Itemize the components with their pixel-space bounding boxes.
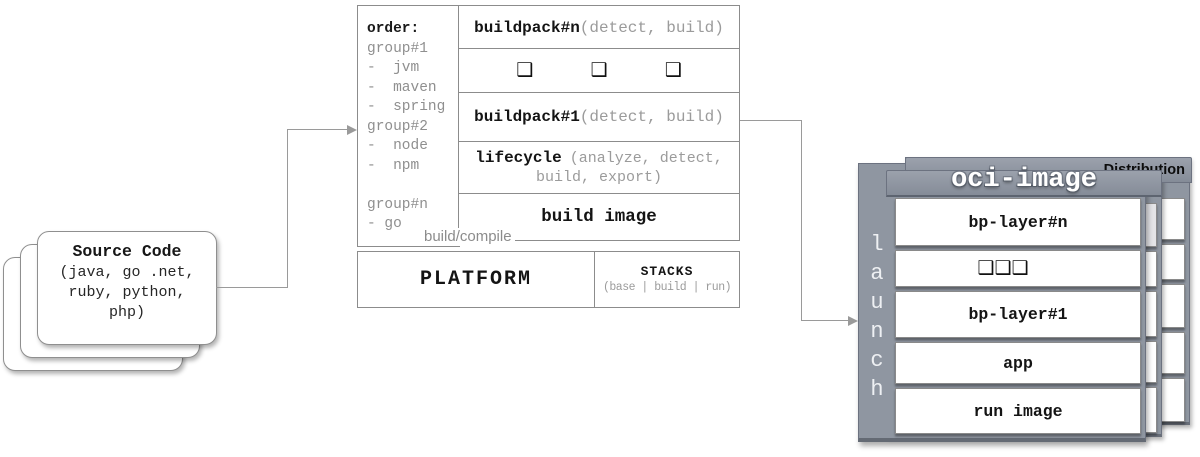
source-code-line: ruby, python, (68, 284, 186, 301)
bp-layer-1-label: bp-layer#1 (968, 305, 1068, 324)
source-code-title: Source Code (72, 242, 182, 261)
buildpack-1-detail: (detect, build) (579, 108, 724, 127)
lifecycle-detail-line1: (analyze, detect, (569, 149, 723, 167)
buildpack-square-icon: ❑ (590, 59, 608, 82)
order-panel-item: - npm (367, 157, 420, 174)
stacks-detail: (base | build | run) (602, 281, 732, 294)
launch-letter: n (870, 319, 884, 344)
build-image-row: build image (458, 192, 740, 241)
connector-source-to-builder-seg3 (287, 129, 348, 130)
source-code-line: (java, go .net, (59, 264, 195, 281)
order-panel-item: - spring (367, 99, 446, 115)
order-panel-item: group#n (367, 196, 428, 213)
build-image-label: build image (541, 206, 657, 227)
order-panel-item: group#1 (367, 40, 428, 57)
order-panel-item: - maven (367, 79, 437, 96)
oci-image-title: oci-image (951, 165, 1097, 195)
connector-source-to-builder-seg1 (216, 287, 287, 288)
bp-layer-n-row: bp-layer#n (895, 198, 1141, 246)
stacks-cell: STACKS (base | build | run) (594, 252, 739, 307)
app-row: app (895, 342, 1141, 384)
builder-rows: buildpack#n(detect, build) ❑ ❑ ❑ buildpa… (458, 5, 740, 241)
bp-layer-n-label: bp-layer#n (968, 212, 1068, 232)
run-image-label: run image (973, 401, 1063, 421)
order-panel-item: - node (367, 138, 428, 154)
buildpack-1-label: buildpack#1 (474, 108, 580, 127)
buildpack-square-icon: ❑ (516, 59, 534, 82)
launch-letter: l (870, 232, 884, 257)
platform-label: PLATFORM (419, 268, 532, 291)
run-image-row: run image (895, 388, 1141, 434)
oci-layer-rows: bp-layer#n ❑ ❑ ❑ bp-layer#1 app run imag… (895, 198, 1141, 434)
launch-letter: c (870, 348, 884, 373)
stacks-label: STACKS (640, 264, 694, 279)
launch-strip: l a u n c h (859, 164, 895, 438)
platform-box: PLATFORM STACKS (base | build | run) (357, 251, 740, 308)
buildpack-square-icon: ❑ (664, 59, 682, 82)
connector-builder-to-oci-seg2 (801, 120, 802, 321)
order-panel: order: group#1 - jvm - maven - spring gr… (357, 5, 460, 247)
oci-image-box: l a u n c h bp-layer#n ❑ ❑ ❑ bp-layer#1 … (858, 163, 1146, 442)
order-panel-item (367, 176, 459, 196)
order-panel-title: order: (367, 21, 420, 37)
arrowhead-into-oci (848, 315, 858, 326)
launch-letter: h (870, 377, 884, 402)
buildpack-n-label: buildpack#n (474, 18, 580, 37)
lifecycle-row: lifecycle (analyze, detect, build, export… (458, 141, 740, 195)
lifecycle-detail-line2: build, export) (535, 168, 662, 186)
connector-source-to-builder-seg2 (287, 129, 288, 288)
buildpack-1-row: buildpack#1(detect, build) (458, 91, 740, 143)
buildpack-square-icon: ❑ (994, 257, 1012, 279)
source-code-line: php) (108, 304, 145, 321)
buildpack-ellipsis-row: ❑ ❑ ❑ (458, 48, 740, 94)
launch-letter: u (870, 290, 884, 315)
platform-cell: PLATFORM (358, 252, 594, 307)
bp-layer-1-row: bp-layer#1 (895, 291, 1141, 338)
bp-layer-ellipsis-row: ❑ ❑ ❑ (895, 250, 1141, 287)
order-panel-item: - jvm (367, 60, 420, 76)
build-compile-caption: build/compile (421, 228, 515, 246)
launch-letter: a (870, 261, 884, 286)
connector-builder-to-oci-seg1 (740, 120, 802, 121)
order-panel-item: group#2 (367, 118, 428, 135)
buildpack-n-detail: (detect, build) (579, 18, 724, 37)
buildpack-n-row: buildpack#n(detect, build) (458, 5, 740, 50)
buildpack-square-icon: ❑ (1011, 257, 1029, 279)
connector-builder-to-oci-seg3 (801, 320, 849, 321)
buildpack-square-icon: ❑ (977, 257, 995, 279)
arrowhead-into-builder (347, 124, 357, 135)
source-code-card: Source Code (java, go .net, ruby, python… (37, 231, 217, 345)
app-label: app (1003, 353, 1033, 373)
order-panel-item: - go (367, 216, 402, 232)
oci-title-bar (886, 170, 1162, 197)
lifecycle-label: lifecycle (475, 148, 562, 167)
